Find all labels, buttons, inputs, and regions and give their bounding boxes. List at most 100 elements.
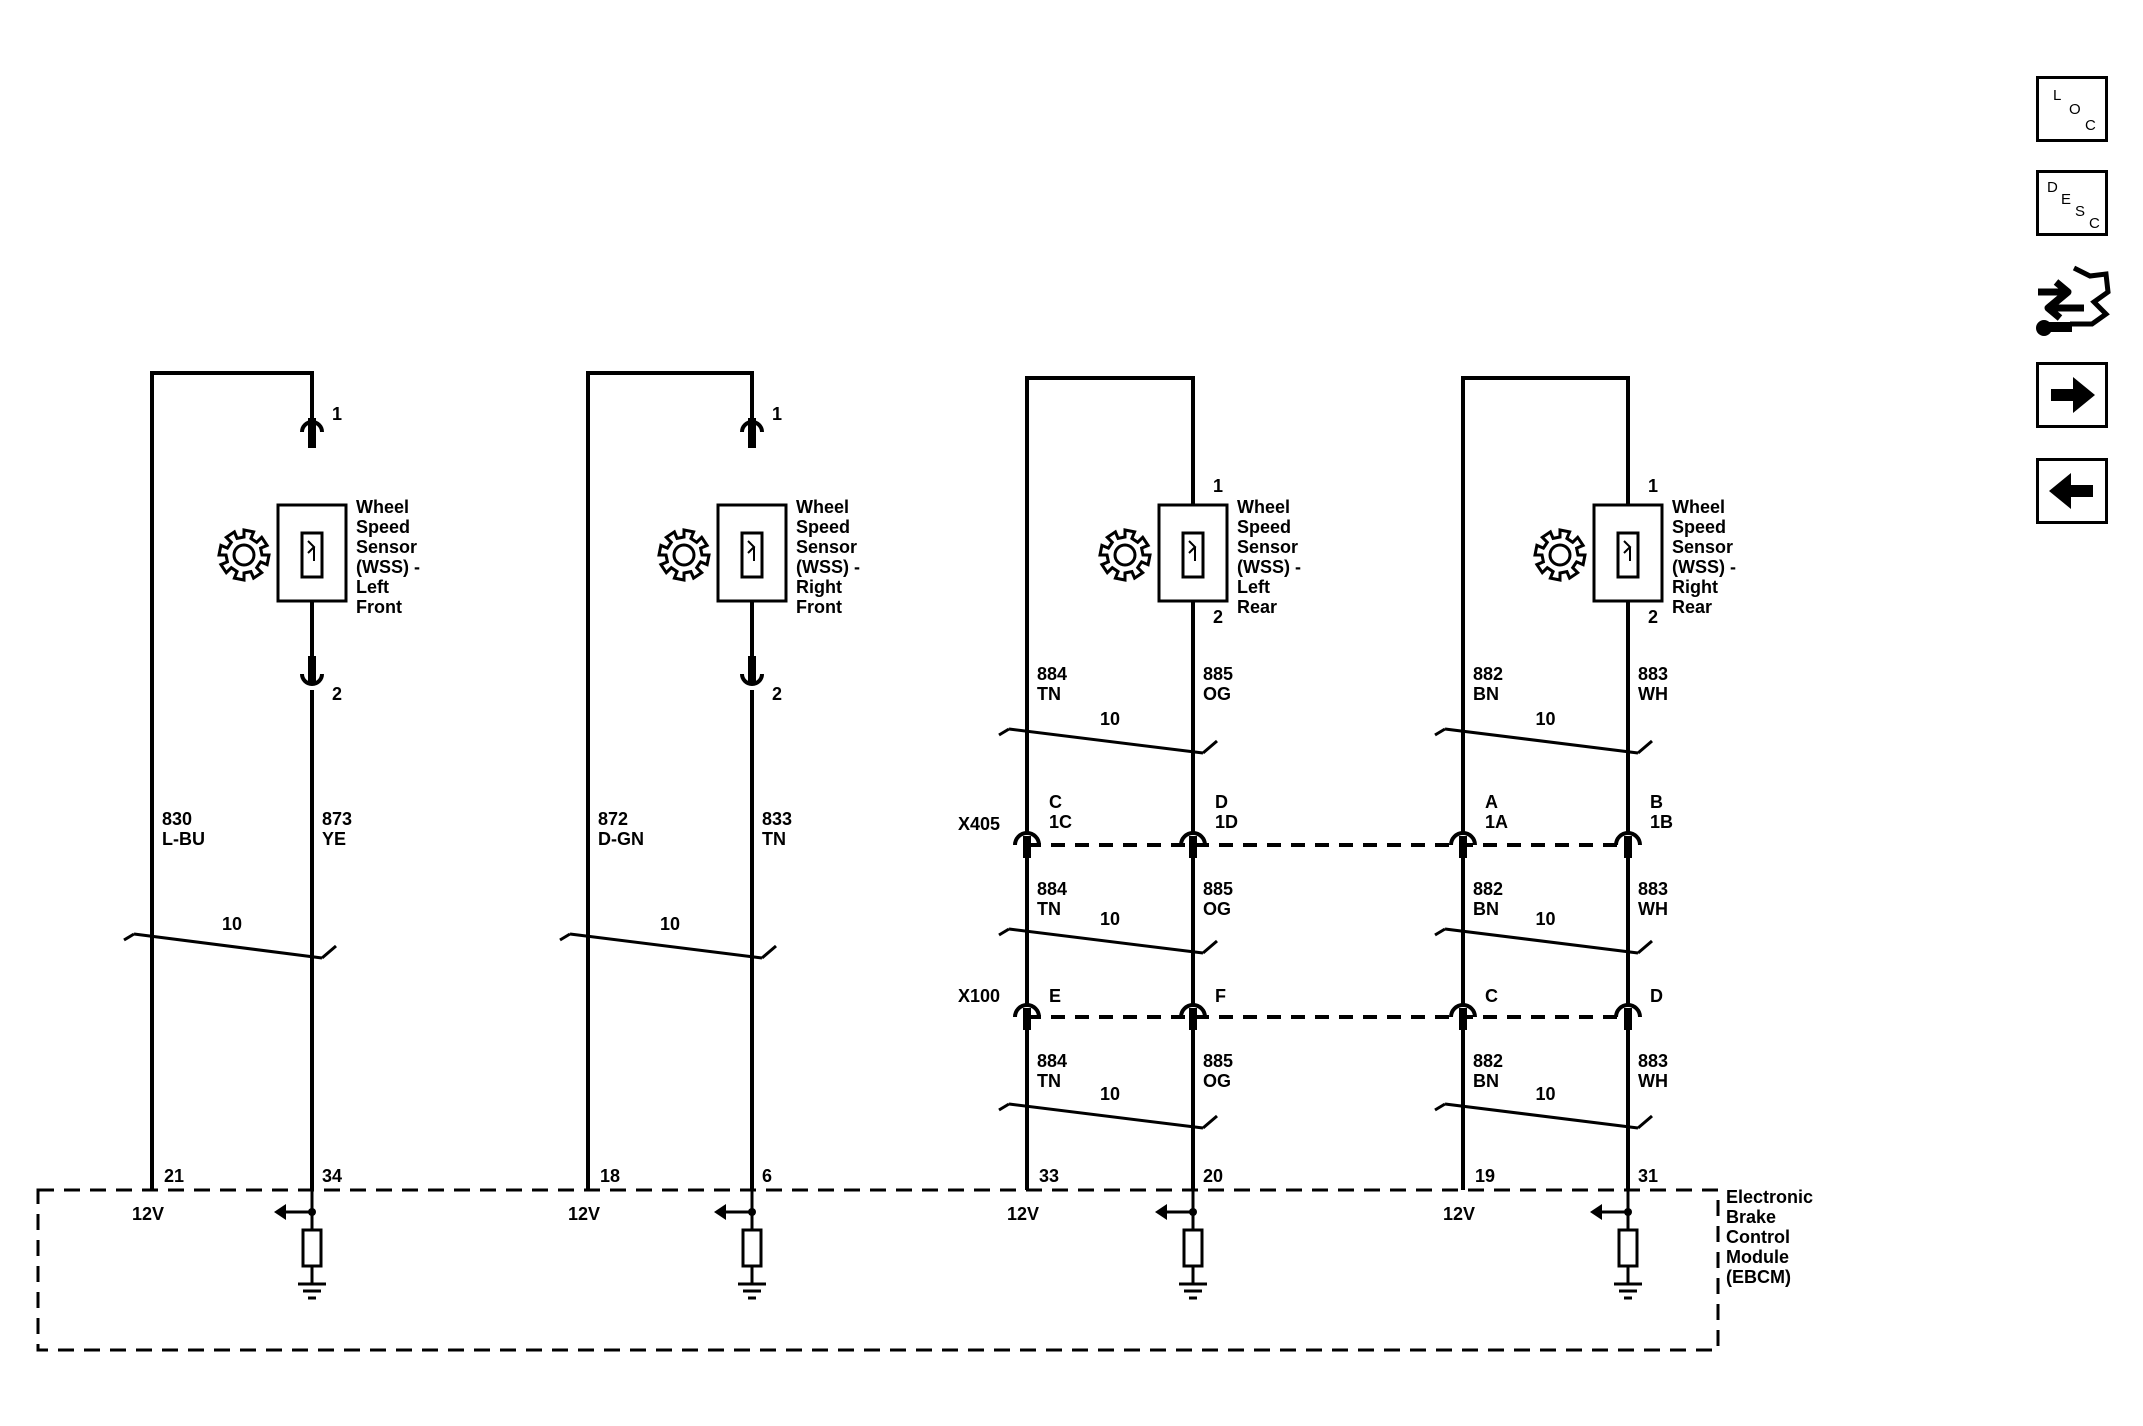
sensor-2-bundle-c-tick-r: [1202, 1114, 1218, 1130]
gear-icon-hub: [672, 543, 696, 567]
sensor-1-bundle: [569, 932, 763, 960]
sensor-2-x405-left-cavity: C: [1049, 792, 1062, 812]
sensor-3-arrow-icon: [1590, 1204, 1602, 1220]
previous-page-button[interactable]: [2036, 458, 2108, 524]
sensor-3-name-line: Sensor: [1672, 537, 1733, 557]
sensor-1-name-line: Right: [796, 577, 842, 597]
sensor-0-name-line: (WSS) -: [356, 557, 420, 577]
description-button[interactable]: D E S C: [2036, 170, 2108, 236]
sensor-0-supply-label: 12V: [132, 1204, 164, 1224]
sensor-0-bundle-tick-l: [123, 932, 135, 942]
sensor-0-bundle-label: 10: [222, 914, 242, 934]
sensor-2-right-color-1: OG: [1203, 899, 1231, 919]
sensor-1-ebcm-pin-left: 18: [600, 1166, 620, 1186]
sensor-3-bundle-c: [1444, 1102, 1639, 1130]
sensor-1-bundle-tick-r: [761, 944, 777, 960]
sensor-1-name-line: Sensor: [796, 537, 857, 557]
sensor-3-pin-bottom: 2: [1648, 607, 1658, 627]
sensor-2-x405-left-pin: 1C: [1049, 812, 1072, 832]
sensor-3-left-color-0: BN: [1473, 684, 1499, 704]
sensor-2-name-line: Left: [1237, 577, 1270, 597]
sensor-2-loop-wire: [1025, 376, 1195, 1190]
sensor-2-left-color-2: TN: [1037, 1071, 1061, 1091]
sensor-0-element-mark: [307, 540, 316, 561]
loc-letter-l: L: [2053, 87, 2062, 104]
sensor-1-right-circuit: 833: [762, 809, 792, 829]
sensor-0-right-color: YE: [322, 829, 346, 849]
sensor-2-bundle-b-tick-l: [998, 927, 1010, 937]
sensor-2-ebcm-pin-left: 33: [1039, 1166, 1059, 1186]
sensor-3-name-line: Rear: [1672, 597, 1712, 617]
sensor-1-loop-wire: [586, 371, 754, 1190]
sensor-1-left-color: D-GN: [598, 829, 644, 849]
sensor-0-right-circuit: 873: [322, 809, 352, 829]
sensor-1-pin-top: 1: [772, 404, 782, 424]
gear-icon: [1098, 528, 1152, 582]
sensor-3-bundle-a-tick-l: [1434, 727, 1446, 737]
sensor-0-resistor: [301, 1228, 323, 1268]
sensor-2-left-color-0: TN: [1037, 684, 1061, 704]
sensor-2-bundle-a-tick-r: [1202, 739, 1218, 755]
sensor-3-left-circuit-0: 882: [1473, 664, 1503, 684]
sensor-3-element-mark: [1623, 540, 1632, 561]
sensor-3-x405-right-cavity: B: [1650, 792, 1663, 812]
sensor-1-name-line: Front: [796, 597, 842, 617]
sensor-1-bundle-tick-l: [559, 932, 571, 942]
connector-end-view-icon[interactable]: [2034, 262, 2114, 342]
sensor-1-bottom-connector: [740, 673, 764, 686]
sensor-3-supply-label: 12V: [1443, 1204, 1475, 1224]
sensor-3-x100-right-cavity: D: [1650, 986, 1663, 1006]
sensor-2-resistor: [1182, 1228, 1204, 1268]
sensor-3-name-line: Wheel: [1672, 497, 1725, 517]
sensor-2-x405-right-pin: 1D: [1215, 812, 1238, 832]
sensor-3-left-circuit-1: 882: [1473, 879, 1503, 899]
desc-letter-d: D: [2047, 179, 2058, 196]
sensor-2-name-line: Speed: [1237, 517, 1291, 537]
sensor-0-pin-top: 1: [332, 404, 342, 424]
left-arrow-icon: [2049, 473, 2093, 509]
sensor-3-ebcm-pin-left: 19: [1475, 1166, 1495, 1186]
sensor-3-bundle-b-tick-l: [1434, 927, 1446, 937]
sensor-0-name-line: Speed: [356, 517, 410, 537]
sensor-3-right-color-2: WH: [1638, 1071, 1668, 1091]
sensor-3-right-color-1: WH: [1638, 899, 1668, 919]
sensor-2-signal-line: [1163, 1190, 1195, 1214]
sensor-3-name-line: (WSS) -: [1672, 557, 1736, 577]
sensor-1-signal-line: [722, 1190, 754, 1214]
sensor-3-bundle-c-tick-r: [1637, 1114, 1653, 1130]
sensor-2-bundle-a-label: 10: [1100, 709, 1120, 729]
sensor-1-arrow-icon: [714, 1204, 726, 1220]
sensor-0-signal-line: [282, 1190, 314, 1214]
location-button[interactable]: L O C: [2036, 76, 2108, 142]
sensor-3-left-circuit-2: 882: [1473, 1051, 1503, 1071]
sensor-2-left-color-1: TN: [1037, 899, 1061, 919]
sensor-0-loop-wire: [150, 371, 314, 1190]
sensor-2-right-color-2: OG: [1203, 1071, 1231, 1091]
sensor-2-name-line: (WSS) -: [1237, 557, 1301, 577]
sensor-2-bundle-b-label: 10: [1100, 909, 1120, 929]
sensor-0-name-line: Sensor: [356, 537, 417, 557]
sensor-2-bundle-c: [1008, 1102, 1204, 1130]
next-page-button[interactable]: [2036, 362, 2108, 428]
ebcm-module-label: Electronic: [1726, 1187, 1813, 1207]
x100-label: X100: [958, 986, 1000, 1006]
sensor-3-x100-left-cavity: C: [1485, 986, 1498, 1006]
sensor-2-name-line: Wheel: [1237, 497, 1290, 517]
sensor-2-x100-right-cavity: F: [1215, 986, 1226, 1006]
sensor-0-bundle-tick-r: [321, 944, 337, 960]
sensor-3-right-circuit-1: 883: [1638, 879, 1668, 899]
sensor-2-right-circuit-0: 885: [1203, 664, 1233, 684]
loc-letter-o: O: [2069, 101, 2081, 118]
sensor-0-bundle: [133, 932, 323, 960]
sensor-1-name-line: Wheel: [796, 497, 849, 517]
sensor-1-left-circuit: 872: [598, 809, 628, 829]
sensor-3-x405-left-cavity: A: [1485, 792, 1498, 812]
sensor-3-element: [1616, 531, 1640, 579]
sensor-1-bundle-label: 10: [660, 914, 680, 934]
sensor-2-bundle-a: [1008, 727, 1204, 755]
sensor-1-right-color: TN: [762, 829, 786, 849]
sensor-2-x405-right-cavity: D: [1215, 792, 1228, 812]
sensor-1-ebcm-pin-right: 6: [762, 1166, 772, 1186]
sensor-2-right-circuit-2: 885: [1203, 1051, 1233, 1071]
sensor-2-element-mark: [1188, 540, 1197, 561]
